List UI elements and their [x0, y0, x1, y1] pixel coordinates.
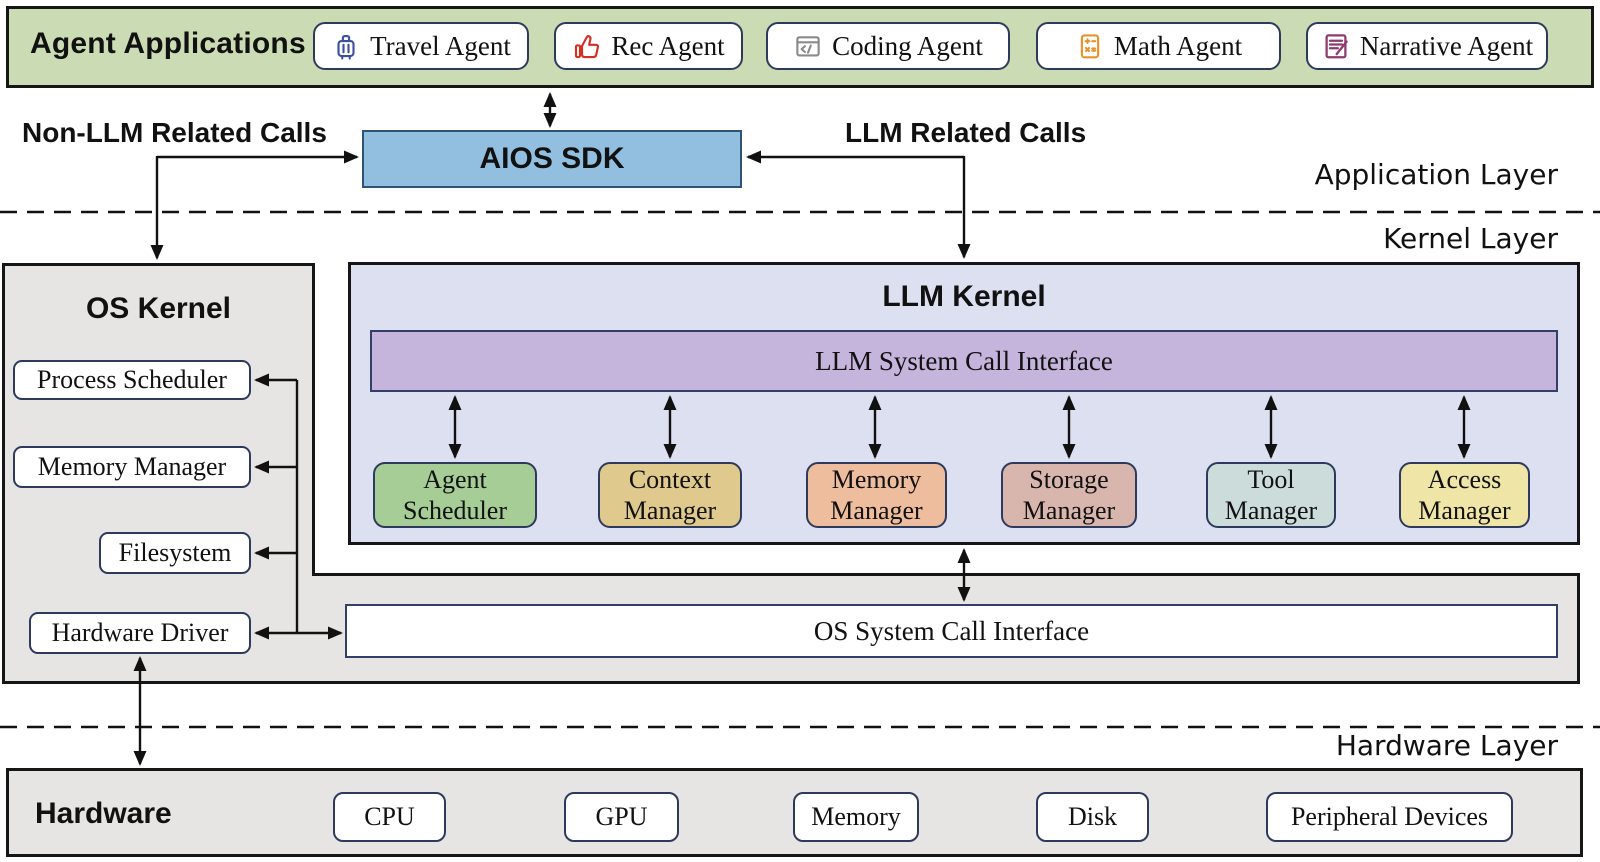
manager-label: Manager: [830, 496, 923, 525]
llm-kernel-title: LLM Kernel: [882, 280, 1046, 313]
manager-label: Scheduler: [403, 496, 507, 525]
module-filesystem: Filesystem: [99, 532, 251, 574]
os-syscall-label: OS System Call Interface: [813, 615, 1090, 646]
hw-peripheral-devices: Peripheral Devices: [1266, 792, 1513, 842]
manager-context: Context Manager: [598, 462, 742, 528]
llm-syscall-label: LLM System Call Interface: [815, 345, 1113, 376]
hw-cpu: CPU: [333, 792, 446, 842]
agent-button-math: Math Agent: [1036, 22, 1281, 70]
llm-kernel-box: [348, 262, 1580, 545]
hw-label: Disk: [1067, 802, 1118, 831]
manager-agent-scheduler: Agent Scheduler: [373, 462, 537, 528]
module-label: Process Scheduler: [37, 365, 227, 394]
module-memory-manager: Memory Manager: [13, 446, 251, 488]
kernel-layer-label: Kernel Layer: [1383, 222, 1558, 255]
hw-gpu: GPU: [564, 792, 679, 842]
agent-button-label: Rec Agent: [611, 30, 725, 61]
agent-button-label: Math Agent: [1113, 30, 1243, 61]
manager-label: Tool: [1247, 465, 1295, 494]
llm-syscall-interface-bar: LLM System Call Interface: [370, 330, 1558, 392]
agent-button-rec: Rec Agent: [554, 22, 743, 70]
manager-label: Agent: [423, 465, 487, 494]
manager-memory: Memory Manager: [806, 462, 947, 528]
hw-disk: Disk: [1036, 792, 1149, 842]
agent-applications-title: Agent Applications: [30, 27, 306, 60]
os-syscall-interface-bar: OS System Call Interface: [345, 604, 1558, 658]
code-window-icon: [796, 36, 820, 57]
thumbs-up-icon: [575, 35, 600, 59]
module-label: Filesystem: [118, 538, 232, 567]
manager-label: Manager: [1022, 496, 1116, 525]
agent-button-narrative: Narrative Agent: [1306, 22, 1548, 70]
aios-sdk-label: AIOS SDK: [479, 142, 625, 175]
document-pen-icon: [1325, 34, 1348, 59]
manager-label: Manager: [1224, 496, 1318, 525]
agent-button-label: Narrative Agent: [1359, 30, 1534, 61]
hardware-layer-label: Hardware Layer: [1335, 729, 1558, 762]
agent-button-label: Travel Agent: [370, 30, 511, 61]
agent-button-coding: Coding Agent: [766, 22, 1010, 70]
hw-label: CPU: [364, 802, 415, 831]
non-llm-calls-label: Non-LLM Related Calls: [22, 117, 327, 148]
agent-button-travel: Travel Agent: [313, 22, 529, 70]
module-process-scheduler: Process Scheduler: [13, 360, 251, 400]
module-label: Hardware Driver: [51, 618, 229, 647]
os-kernel-title: OS Kernel: [85, 292, 232, 325]
hw-label: Memory: [811, 802, 901, 831]
hw-memory: Memory: [793, 792, 919, 842]
manager-tool: Tool Manager: [1206, 462, 1336, 528]
manager-label: Context: [628, 465, 712, 494]
manager-label: Manager: [623, 496, 717, 525]
hw-label: GPU: [595, 802, 648, 831]
agent-button-label: Coding Agent: [832, 30, 983, 61]
aios-sdk-box: AIOS SDK: [362, 130, 742, 188]
module-hardware-driver: Hardware Driver: [29, 612, 251, 654]
hw-label: Peripheral Devices: [1290, 802, 1489, 831]
manager-label: Memory: [831, 465, 922, 494]
manager-access: Access Manager: [1399, 462, 1530, 528]
module-label: Memory Manager: [37, 452, 227, 481]
hardware-title: Hardware: [35, 797, 172, 830]
calculator-icon: [1080, 34, 1100, 59]
manager-label: Manager: [1418, 496, 1511, 525]
manager-label: Access: [1427, 465, 1502, 494]
manager-label: Storage: [1029, 465, 1109, 494]
llm-calls-label: LLM Related Calls: [845, 117, 1087, 148]
suitcase-icon: [337, 34, 355, 60]
application-layer-label: Application Layer: [1314, 158, 1558, 191]
manager-storage: Storage Manager: [1001, 462, 1137, 528]
